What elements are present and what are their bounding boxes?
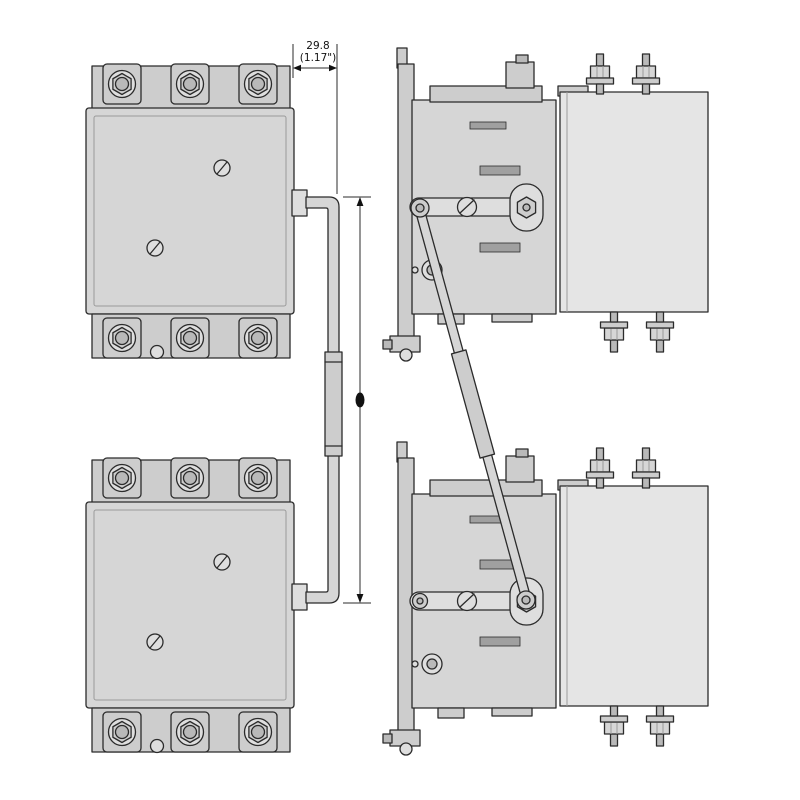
diagonal-rod-sleeve xyxy=(450,349,496,459)
dimension-height xyxy=(343,196,371,604)
interlock-rod-front xyxy=(291,189,343,611)
rod-connector-bottom xyxy=(291,583,308,611)
dimension-midpoint-marker xyxy=(355,392,365,408)
interlock-rod-side xyxy=(410,198,536,610)
front-view-breaker-top xyxy=(86,64,294,359)
side-view-breaker-bottom xyxy=(383,442,708,755)
dimension-width-mm: 29.8 xyxy=(306,40,329,52)
dimension-width: 29.8 (1.17") xyxy=(292,40,338,194)
dim-arrow-down xyxy=(356,594,364,603)
dimension-width-inch: (1.17") xyxy=(300,52,336,64)
dim-arrow-up xyxy=(356,197,364,206)
vertical-rod xyxy=(305,196,340,604)
side-view-breaker-top xyxy=(383,48,708,361)
front-view-breaker-bottom xyxy=(86,458,294,753)
dim-arrow-left xyxy=(293,64,301,72)
dim-arrow-right xyxy=(329,64,337,72)
rod-connector-top xyxy=(291,189,308,217)
rod-sleeve xyxy=(324,351,343,457)
